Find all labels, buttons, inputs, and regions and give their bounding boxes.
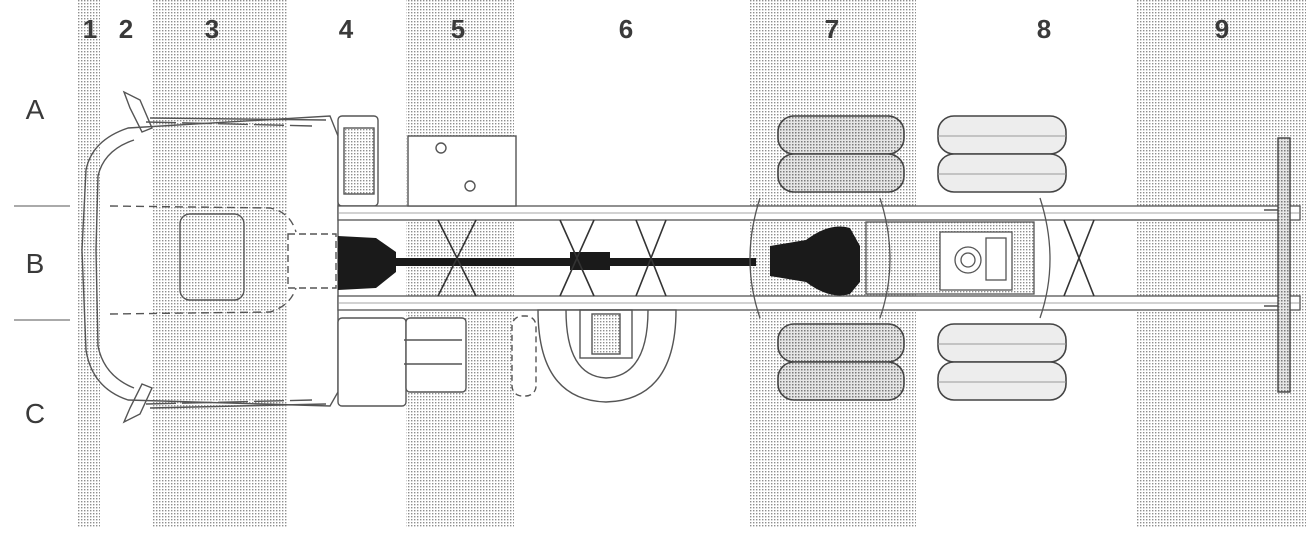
column-label-3: 3 [204, 14, 220, 44]
row-label-b: B [25, 248, 45, 279]
tires-axle-7 [777, 115, 905, 401]
chassis-frame [337, 205, 1301, 311]
tires-axle-8 [937, 115, 1067, 401]
tire-8-top-inner [937, 153, 1067, 193]
cab-inner-outline [95, 139, 135, 389]
battery-box [337, 317, 407, 407]
column-label-2: 2 [118, 14, 134, 44]
engine-hatch [179, 213, 245, 301]
mirror-top [122, 90, 153, 133]
rear-suspension [749, 197, 1051, 319]
tire-7-bottom-inner [777, 323, 905, 363]
tire-7-bottom-outer [777, 361, 905, 401]
cab-rear-components [337, 115, 467, 407]
tire-8-bottom-outer [937, 361, 1067, 401]
column-label-4: 4 [338, 14, 354, 44]
cross-members [437, 219, 1095, 297]
gearbox [338, 236, 396, 290]
row-label-a: A [25, 94, 45, 125]
truck-cab [81, 90, 339, 424]
rear-bumper [1264, 137, 1291, 393]
spare-wheel [511, 309, 677, 403]
column-label-7: 7 [824, 14, 840, 44]
tire-8-bottom-inner [937, 323, 1067, 363]
tire-7-top-inner [777, 153, 905, 193]
small-tank [511, 315, 537, 397]
column-label-8: 8 [1036, 14, 1052, 44]
row-separators [14, 205, 70, 321]
column-label-6: 6 [618, 14, 634, 44]
zone-band-3 [152, 0, 288, 528]
mirror-bottom [122, 383, 153, 424]
tire-7-top-outer [777, 115, 905, 155]
column-label-5: 5 [450, 14, 466, 44]
differential [770, 226, 860, 296]
tire-8-top-outer [937, 115, 1067, 155]
fuel-tank-box [407, 135, 517, 207]
cab-outline [81, 115, 339, 407]
column-label-9: 9 [1214, 14, 1230, 44]
zone-band-1 [78, 0, 100, 528]
column-label-1: 1 [82, 14, 98, 44]
row-label-c: C [24, 398, 46, 429]
